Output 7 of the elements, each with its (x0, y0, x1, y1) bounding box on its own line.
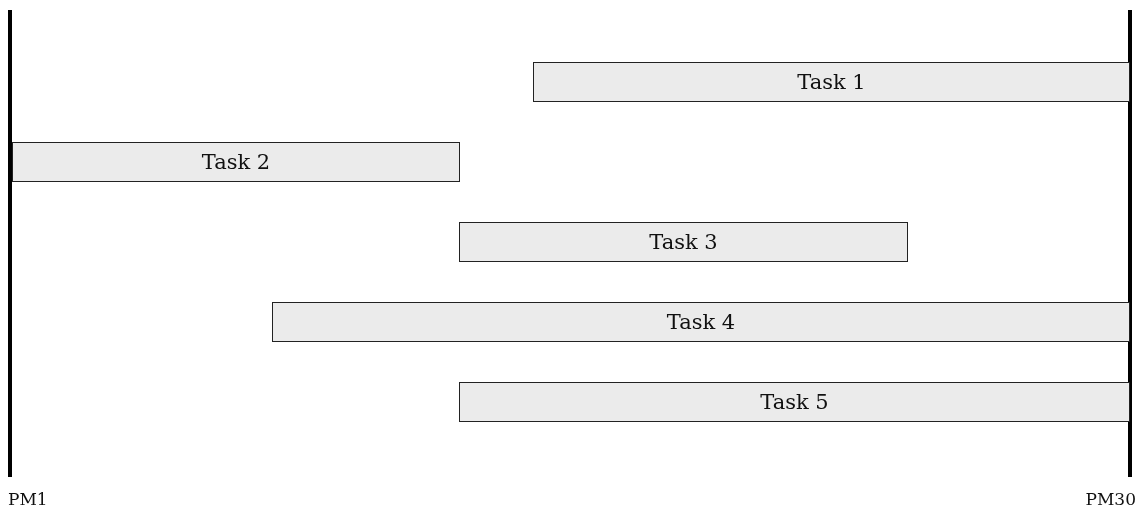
axis-label: PM30 (1085, 488, 1136, 509)
task-bar: Task 4 (272, 302, 1130, 342)
axis-label: PM1 (8, 488, 48, 509)
task-bar: Task 5 (459, 382, 1130, 422)
task-bar: Task 3 (459, 222, 908, 262)
task-bar: Task 1 (533, 62, 1130, 102)
task-bar: Task 2 (12, 142, 460, 182)
